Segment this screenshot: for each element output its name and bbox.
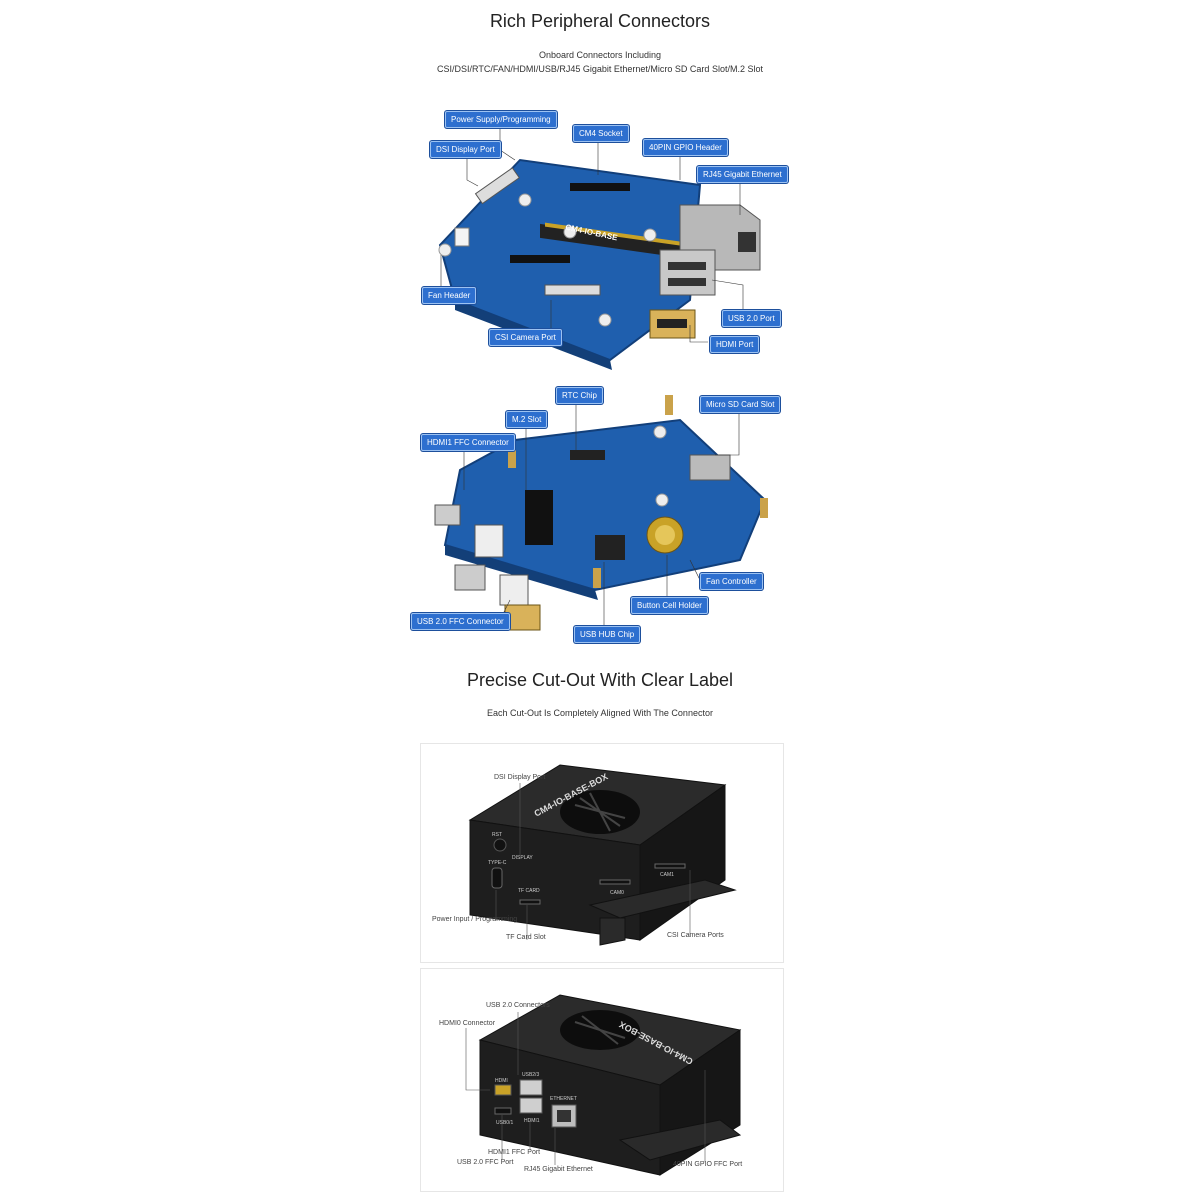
box2-label-usbffc: USB 2.0 FFC Port [457,1159,514,1166]
callout-rtc-chip: RTC Chip [556,387,603,404]
box2-silk-hdmi: HDMI [495,1078,508,1084]
cm4-socket-a [570,183,630,191]
callout-fan-controller: Fan Controller [700,573,763,590]
box2-label-hdmi1: HDMI1 FFC Port [488,1149,541,1156]
box1-silk-tfcard: TF CARD [518,888,540,894]
callout-sd-slot: Micro SD Card Slot [700,396,781,413]
usb-port-b [519,1097,543,1114]
box1-silk-display: DISPLAY [512,855,533,861]
box1-silk-cam1: CAM1 [660,872,674,878]
callout-hdmi-port: HDMI Port [710,336,760,353]
box1-silk-rst: RST [492,832,502,838]
callout-usb-port: USB 2.0 Port [722,310,781,327]
box2-silk-hdmi1: HDMI1 [524,1118,540,1124]
box2-label-gpio: 40PIN GPIO FFC Port [673,1161,743,1168]
box2-silk-usb23: USB2/3 [522,1072,540,1078]
box2-silk-usb01: USB0/1 [496,1120,514,1126]
section1-subtitle-line2: CSI/DSI/RTC/FAN/HDMI/USB/RJ45 Gigabit Et… [437,64,763,74]
callout-button-cell: Button Cell Holder [631,597,708,614]
callout-dsi-port: DSI Display Port [430,141,501,158]
box1-label-tf: TF Card Slot [506,934,546,941]
callout-power-supply: Power Supply/Programming [445,111,557,128]
callout-csi-port: CSI Camera Port [489,329,562,346]
hdmi0-port [494,1084,512,1096]
callout-cm4-socket: CM4 Socket [573,125,629,142]
sd-slot [689,454,731,481]
box1-silk-typec: TYPE-C [488,860,507,866]
usb-hub-chip [595,535,625,560]
section1-subtitle-line1: Onboard Connectors Including [538,50,662,60]
box1-label-power: Power Input / Programming [432,916,518,923]
callout-usb-hub-chip: USB HUB Chip [574,626,641,643]
callout-rj45: RJ45 Gigabit Ethernet [697,166,788,183]
box2-label-hdmi0: HDMI0 Connector [439,1020,496,1027]
callout-usb-ffc: USB 2.0 FFC Connector [411,613,510,630]
cm4-socket-b [510,255,570,263]
box1-label-csi: CSI Camera Ports [667,932,724,939]
section2-title: Precise Cut-Out With Clear Label [466,670,734,690]
section2-subtitle: Each Cut-Out Is Completely Aligned With … [487,708,713,718]
m2-slot [525,490,553,545]
box2-silk-ethernet: ETHERNET [550,1096,577,1102]
callout-m2-slot: M.2 Slot [506,411,548,428]
callout-gpio-header: 40PIN GPIO Header [643,139,728,156]
usb-port-a [519,1079,543,1096]
box1-label-dsi: DSI Display Port [494,774,546,781]
usb-stack [659,249,716,296]
callout-fan-header: Fan Header [422,287,477,304]
box1-silk-cam0: CAM0 [610,890,624,896]
box2-label-rj45: RJ45 Gigabit Ethernet [524,1166,593,1173]
box2-label-usb: USB 2.0 Connectors [486,1002,550,1009]
section1-title: Rich Peripheral Connectors [489,11,711,31]
callout-hdmi1-ffc: HDMI1 FFC Connector [421,434,515,451]
